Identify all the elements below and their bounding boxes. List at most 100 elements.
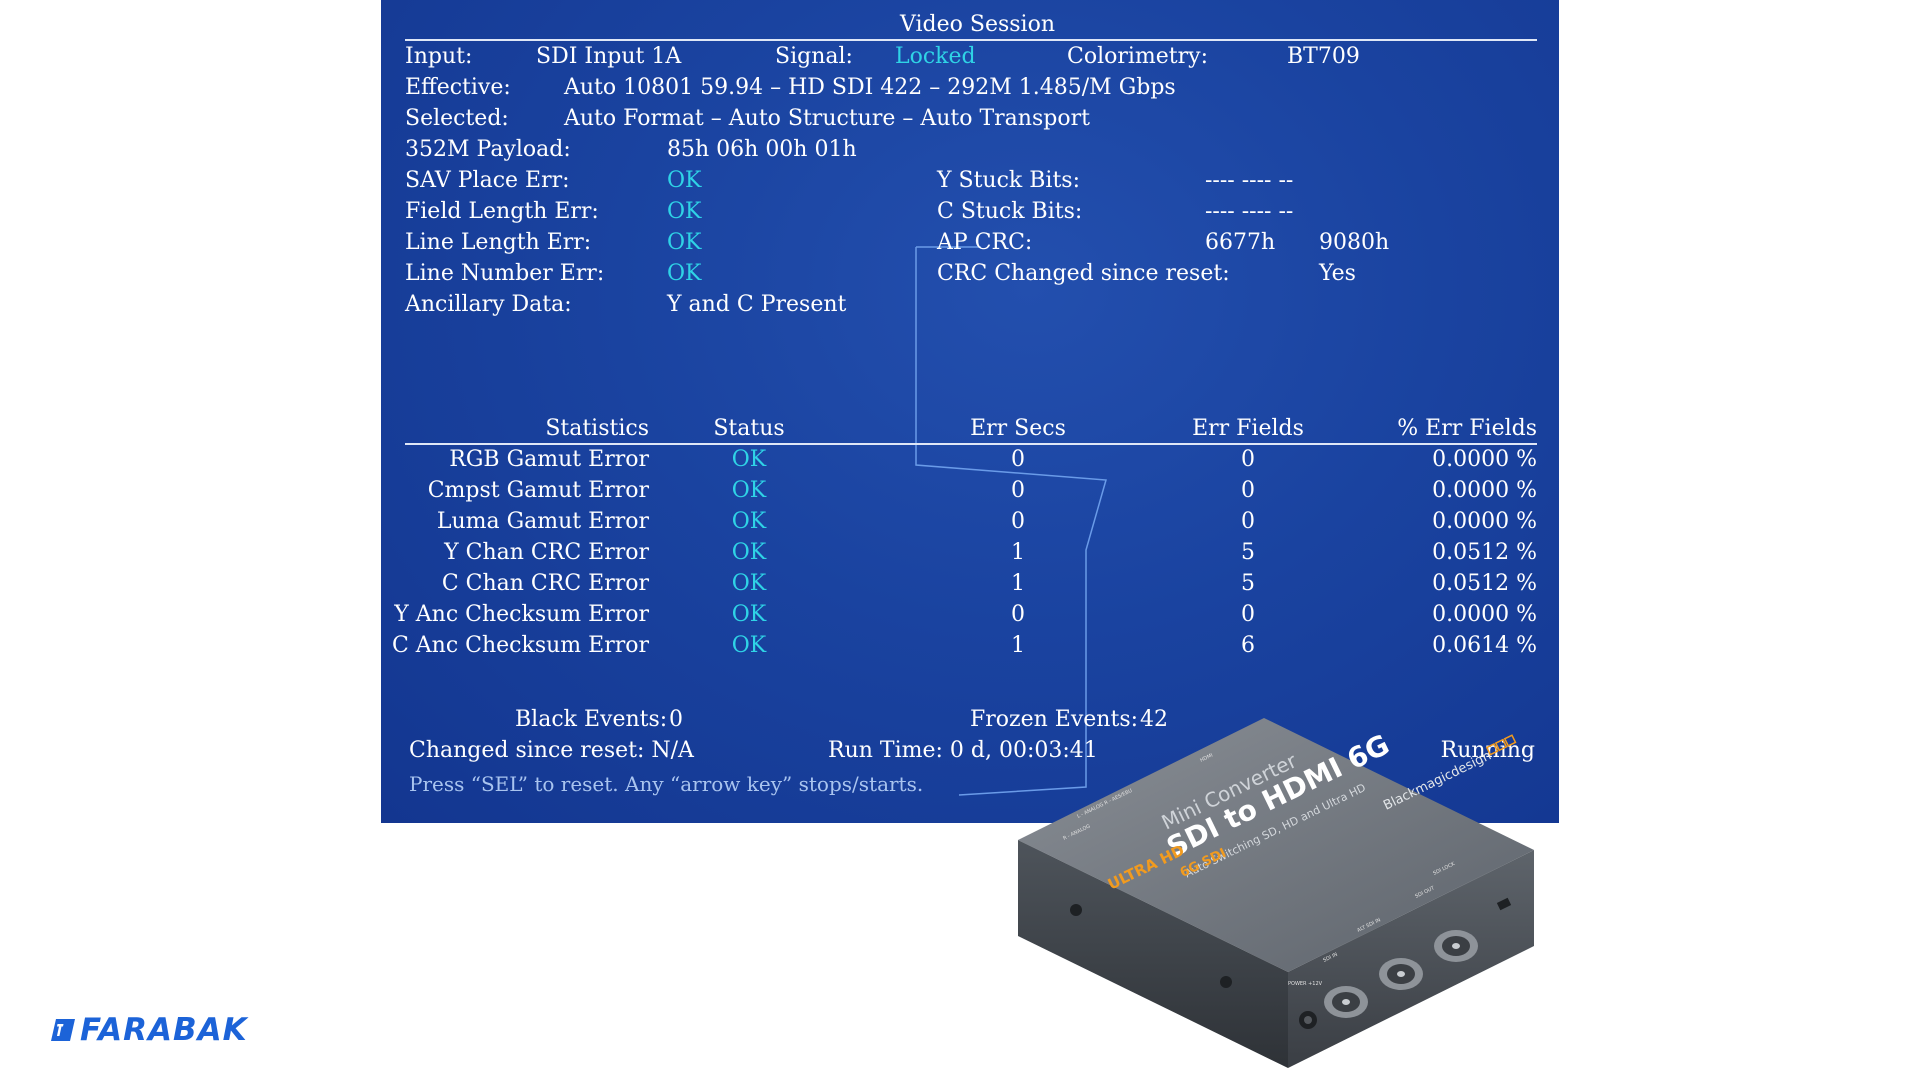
brand-logo-square-2 — [1494, 738, 1508, 752]
header-err-secs: Err Secs — [970, 416, 1066, 441]
c-stuck-bits-label: C Stuck Bits: — [937, 199, 1083, 224]
stat-pct-err-fields: 0.0000 % — [1432, 602, 1537, 627]
device-trace-lines — [915, 246, 1107, 796]
y-stuck-bits-value: ---- ---- -- — [1205, 168, 1294, 193]
frozen-events-label: Frozen Events: — [970, 707, 1139, 732]
header-pct-err-fields: % Err Fields — [1397, 416, 1537, 441]
payload-value: 85h 06h 00h 01h — [667, 137, 857, 162]
brand-logo-square-1 — [1485, 742, 1499, 756]
statistics-divider — [405, 443, 1537, 445]
header-err-fields: Err Fields — [1192, 416, 1304, 441]
colorimetry-value: BT709 — [1287, 44, 1360, 69]
device-front-face — [1018, 840, 1288, 1068]
signal-value: Locked — [895, 44, 976, 69]
header-statistics: Statistics — [545, 416, 649, 441]
stat-status: OK — [731, 571, 767, 596]
brand-logo-square-3 — [1503, 734, 1517, 747]
stat-status: OK — [731, 633, 767, 658]
c-stuck-bits-value: ---- ---- -- — [1205, 199, 1294, 224]
stat-err-secs: 0 — [1011, 478, 1025, 503]
port-label-hdmi: HDMI — [1199, 753, 1214, 764]
effective-label: Effective: — [405, 75, 511, 100]
stat-name: Luma Gamut Error — [436, 509, 649, 534]
device-top-face — [1018, 718, 1534, 972]
stat-name: Cmpst Gamut Error — [427, 478, 649, 503]
stat-err-fields: 0 — [1241, 447, 1255, 472]
stat-err-secs: 1 — [1011, 540, 1025, 565]
line-length-err-value: OK — [667, 230, 702, 255]
y-stuck-bits-label: Y Stuck Bits: — [937, 168, 1080, 193]
sav-place-err-value: OK — [667, 168, 702, 193]
stat-name: Y Chan CRC Error — [444, 540, 649, 565]
input-label: Input: — [405, 44, 473, 69]
ap-crc-value-1: 6677h — [1205, 230, 1276, 255]
stat-status: OK — [731, 509, 767, 534]
stat-status: OK — [731, 602, 767, 627]
stat-err-fields: 5 — [1241, 571, 1255, 596]
stat-name: Y Anc Checksum Error — [394, 602, 649, 627]
mini-converter-device-image: Mini Converter SDI to HDMI 6G Auto Switc… — [1018, 718, 1534, 1068]
input-value: SDI Input 1A — [536, 44, 682, 69]
stat-pct-err-fields: 0.0000 % — [1432, 509, 1537, 534]
stat-pct-err-fields: 0.0000 % — [1432, 478, 1537, 503]
stat-status: OK — [731, 478, 767, 503]
colorimetry-label: Colorimetry: — [1067, 44, 1208, 69]
payload-label: 352M Payload: — [405, 137, 571, 162]
stat-name: C Anc Checksum Error — [391, 633, 649, 658]
line-length-err-label: Line Length Err: — [405, 230, 592, 255]
selected-label: Selected: — [405, 106, 509, 131]
stat-name: RGB Gamut Error — [449, 447, 649, 472]
stat-err-secs: 1 — [1011, 571, 1025, 596]
ap-crc-label: AP CRC: — [937, 230, 1033, 255]
signal-label: Signal: — [775, 44, 853, 69]
farabak-logo: FARABAK — [50, 1012, 248, 1048]
stat-pct-err-fields: 0.0512 % — [1432, 571, 1537, 596]
stat-err-secs: 0 — [1011, 509, 1025, 534]
usb-port — [1496, 897, 1512, 911]
run-time: Run Time: 0 d, 00:03:41 — [828, 738, 1098, 763]
black-events-value: 0 — [669, 707, 683, 732]
session-title: Video Session — [900, 12, 1055, 37]
header-status: Status — [713, 416, 785, 441]
audio-jack-left — [1070, 904, 1082, 916]
farabak-logo-text: FARABAK — [80, 1012, 248, 1048]
stat-status: OK — [731, 447, 767, 472]
stat-err-secs: 0 — [1011, 602, 1025, 627]
effective-value: Auto 10801 59.94 – HD SDI 422 – 292M 1.4… — [564, 75, 1176, 100]
selected-value: Auto Format – Auto Structure – Auto Tran… — [564, 106, 1090, 131]
stat-err-secs: 1 — [1011, 633, 1025, 658]
stat-err-fields: 0 — [1241, 478, 1255, 503]
stat-pct-err-fields: 0.0512 % — [1432, 540, 1537, 565]
stat-name: C Chan CRC Error — [441, 571, 649, 596]
stat-err-secs: 0 — [1011, 447, 1025, 472]
sav-place-err-label: SAV Place Err: — [405, 168, 570, 193]
video-session-panel: Video Session Input: SDI Input 1A Signal… — [381, 0, 1559, 823]
reset-hint: Press “SEL” to reset. Any “arrow key” st… — [409, 772, 924, 796]
ancillary-data-value: Y and C Present — [667, 292, 847, 317]
stat-err-fields: 5 — [1241, 540, 1255, 565]
stat-err-fields: 6 — [1241, 633, 1255, 658]
audio-jack-right — [1220, 976, 1232, 988]
line-number-err-label: Line Number Err: — [405, 261, 605, 286]
stat-pct-err-fields: 0.0614 % — [1432, 633, 1537, 658]
field-length-err-value: OK — [667, 199, 702, 224]
stat-err-fields: 0 — [1241, 509, 1255, 534]
changed-since-reset: Changed since reset: N/A — [409, 738, 694, 763]
stat-pct-err-fields: 0.0000 % — [1432, 447, 1537, 472]
port-label-power: POWER +12V — [1288, 981, 1323, 987]
ap-crc-value-2: 9080h — [1319, 230, 1390, 255]
crc-changed-label: CRC Changed since reset: — [937, 261, 1230, 286]
black-events-label: Black Events: — [515, 707, 668, 732]
bnc-connector-sdi-in — [1324, 986, 1368, 1018]
stat-status: OK — [731, 540, 767, 565]
power-jack — [1299, 1011, 1317, 1029]
title-divider — [405, 39, 1537, 41]
frozen-events-value: 42 — [1140, 707, 1168, 732]
bnc-connector-sdi-out — [1434, 930, 1478, 962]
stat-err-fields: 0 — [1241, 602, 1255, 627]
bnc-connector-alt-sdi-in — [1379, 958, 1423, 990]
field-length-err-label: Field Length Err: — [405, 199, 599, 224]
farabak-logo-mark-icon — [51, 1019, 75, 1041]
line-number-err-value: OK — [667, 261, 702, 286]
ancillary-data-label: Ancillary Data: — [405, 292, 572, 317]
